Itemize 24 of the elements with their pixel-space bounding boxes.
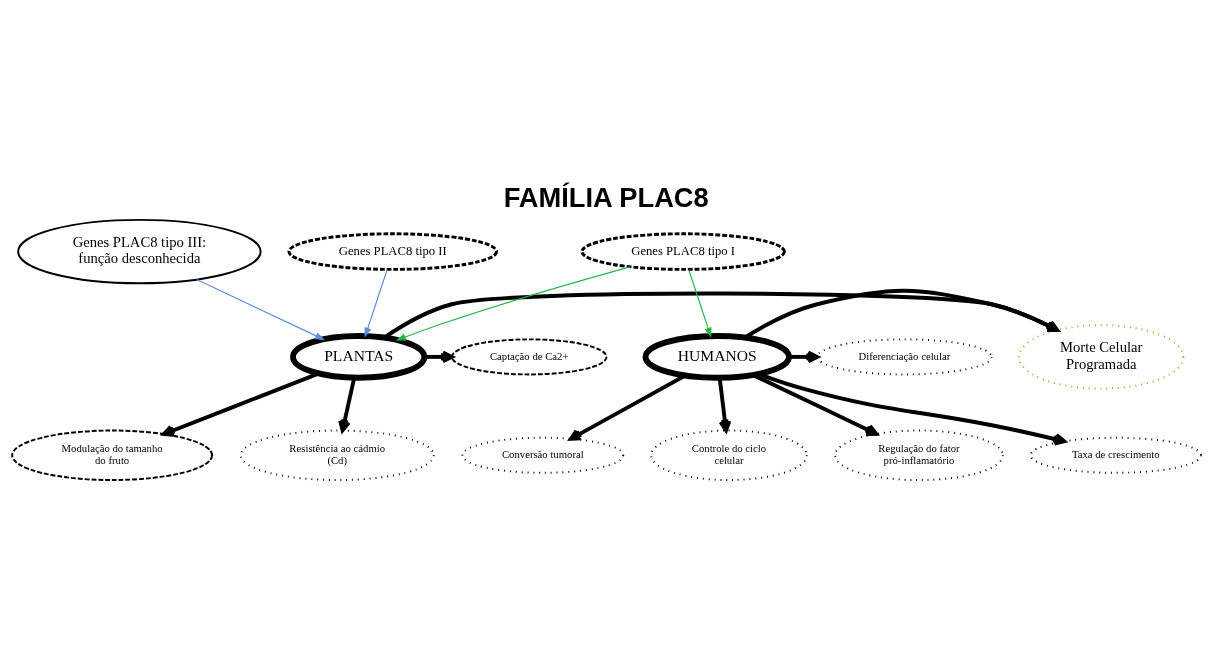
arrow: [364, 268, 388, 338]
node-ellipse: Controle do ciclo celular: [650, 429, 808, 481]
node-ellipse: Genes PLAC8 tipo II: [287, 231, 499, 271]
node-ellipse: Taxa de crescimento: [1029, 436, 1202, 474]
node-ellipse: Diferenciação celular: [816, 337, 993, 375]
node-ellipse: Resistência ao cádmio (Cd): [239, 429, 435, 481]
node-ellipse: Genes PLAC8 tipo I: [580, 231, 786, 271]
arrow: [395, 265, 631, 341]
node-ellipse: Captação de Ca2+: [450, 337, 608, 375]
node-ellipse: Morte Celular Programada: [1018, 323, 1185, 390]
arrow: [196, 278, 326, 340]
arrow: [162, 371, 320, 437]
arrow: [744, 288, 1060, 339]
arrow: [382, 291, 1060, 339]
node-ellipse: Modulação do tamanho do fruto: [11, 429, 214, 481]
arrow: [688, 268, 712, 338]
node-ellipse: Genes PLAC8 tipo III: função desconhecida: [17, 218, 262, 284]
node-ellipse: Regulação do fator pró-inflamatório: [834, 429, 1004, 481]
arrow: [717, 377, 732, 432]
arrow: [424, 350, 454, 363]
node-ellipse: HUMANOS: [642, 332, 792, 381]
arrow: [789, 350, 820, 363]
node-ellipse: Conversão tumoral: [461, 436, 625, 474]
diagram-title: FAMÍLIA PLAC8: [503, 181, 709, 213]
